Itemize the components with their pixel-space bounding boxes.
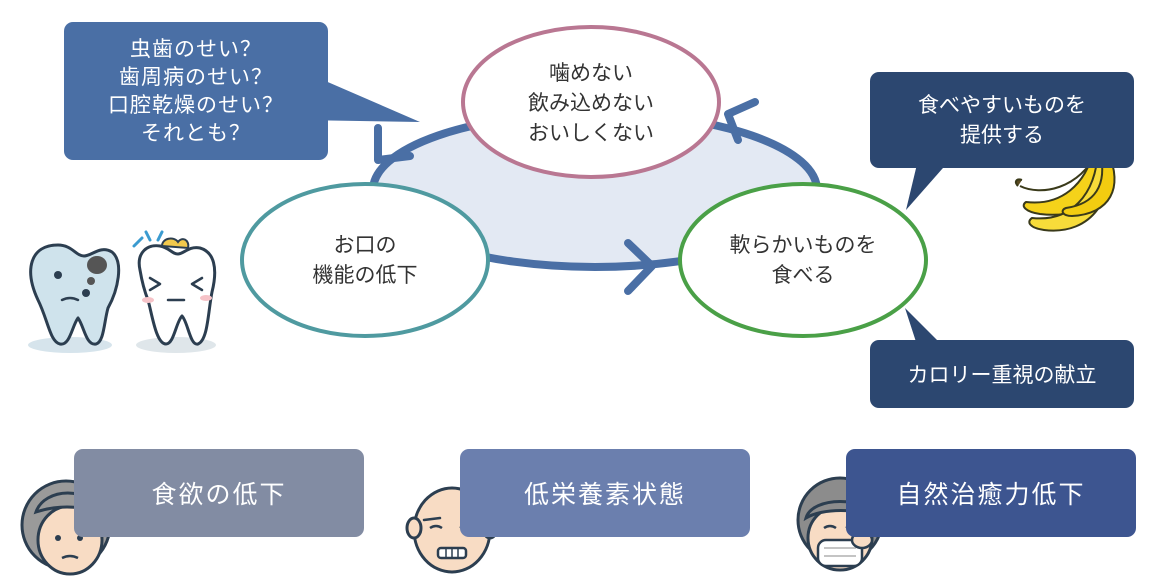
top-node-line-2: 飲み込めない (528, 91, 654, 115)
appetite-decline-box: 食欲の低下 (74, 449, 364, 537)
cycle-arrow-bottom (624, 239, 656, 295)
left-node-line-1: お口の (333, 233, 397, 257)
question-callout: 虫歯のせい？ 歯周病のせい？ 口腔乾燥のせい？ それとも？ (64, 22, 328, 160)
cycle-arrow-left (374, 124, 414, 164)
question-line-2: 歯周病のせい？ (119, 65, 273, 89)
cycle-arrow-right (724, 98, 759, 144)
top-node-ellipse (461, 25, 721, 179)
question-line-1: 虫歯のせい？ (130, 37, 262, 61)
question-line-3: 口腔乾燥のせい？ (108, 93, 284, 117)
right-node-line-1: 軟らかいものを (729, 233, 877, 257)
left-node-ellipse (240, 182, 490, 338)
food-line-1: 食べやすいものを (918, 93, 1086, 117)
top-node-line-3: おいしくない (528, 121, 654, 145)
malnutrition-box: 低栄養素状態 (460, 449, 750, 537)
top-node-line-1: 噛めない (549, 61, 633, 85)
calorie-callout-pointer (905, 308, 945, 348)
calorie-callout: カロリー重視の献立 (870, 340, 1134, 408)
top-node-label: 噛めない 飲み込めない おいしくない (476, 44, 706, 162)
decay-spot (87, 256, 107, 274)
food-line-2: 提供する (960, 123, 1044, 147)
right-node-ellipse (678, 182, 928, 338)
question-callout-pointer (300, 70, 420, 122)
left-node-line-2: 機能の低下 (312, 263, 418, 287)
right-node-label: 軟らかいものを 食べる (693, 222, 913, 298)
question-line-4: それとも？ (141, 121, 251, 145)
food-callout-pointer (906, 160, 950, 210)
right-node-line-2: 食べる (771, 263, 835, 287)
left-node-label: お口の 機能の低下 (255, 222, 475, 298)
food-callout: 食べやすいものを 提供する (870, 72, 1134, 168)
sad-tooth-icon (28, 243, 121, 353)
healing-decline-box: 自然治癒力低下 (846, 449, 1136, 537)
decayed-tooth-icon (132, 230, 217, 353)
